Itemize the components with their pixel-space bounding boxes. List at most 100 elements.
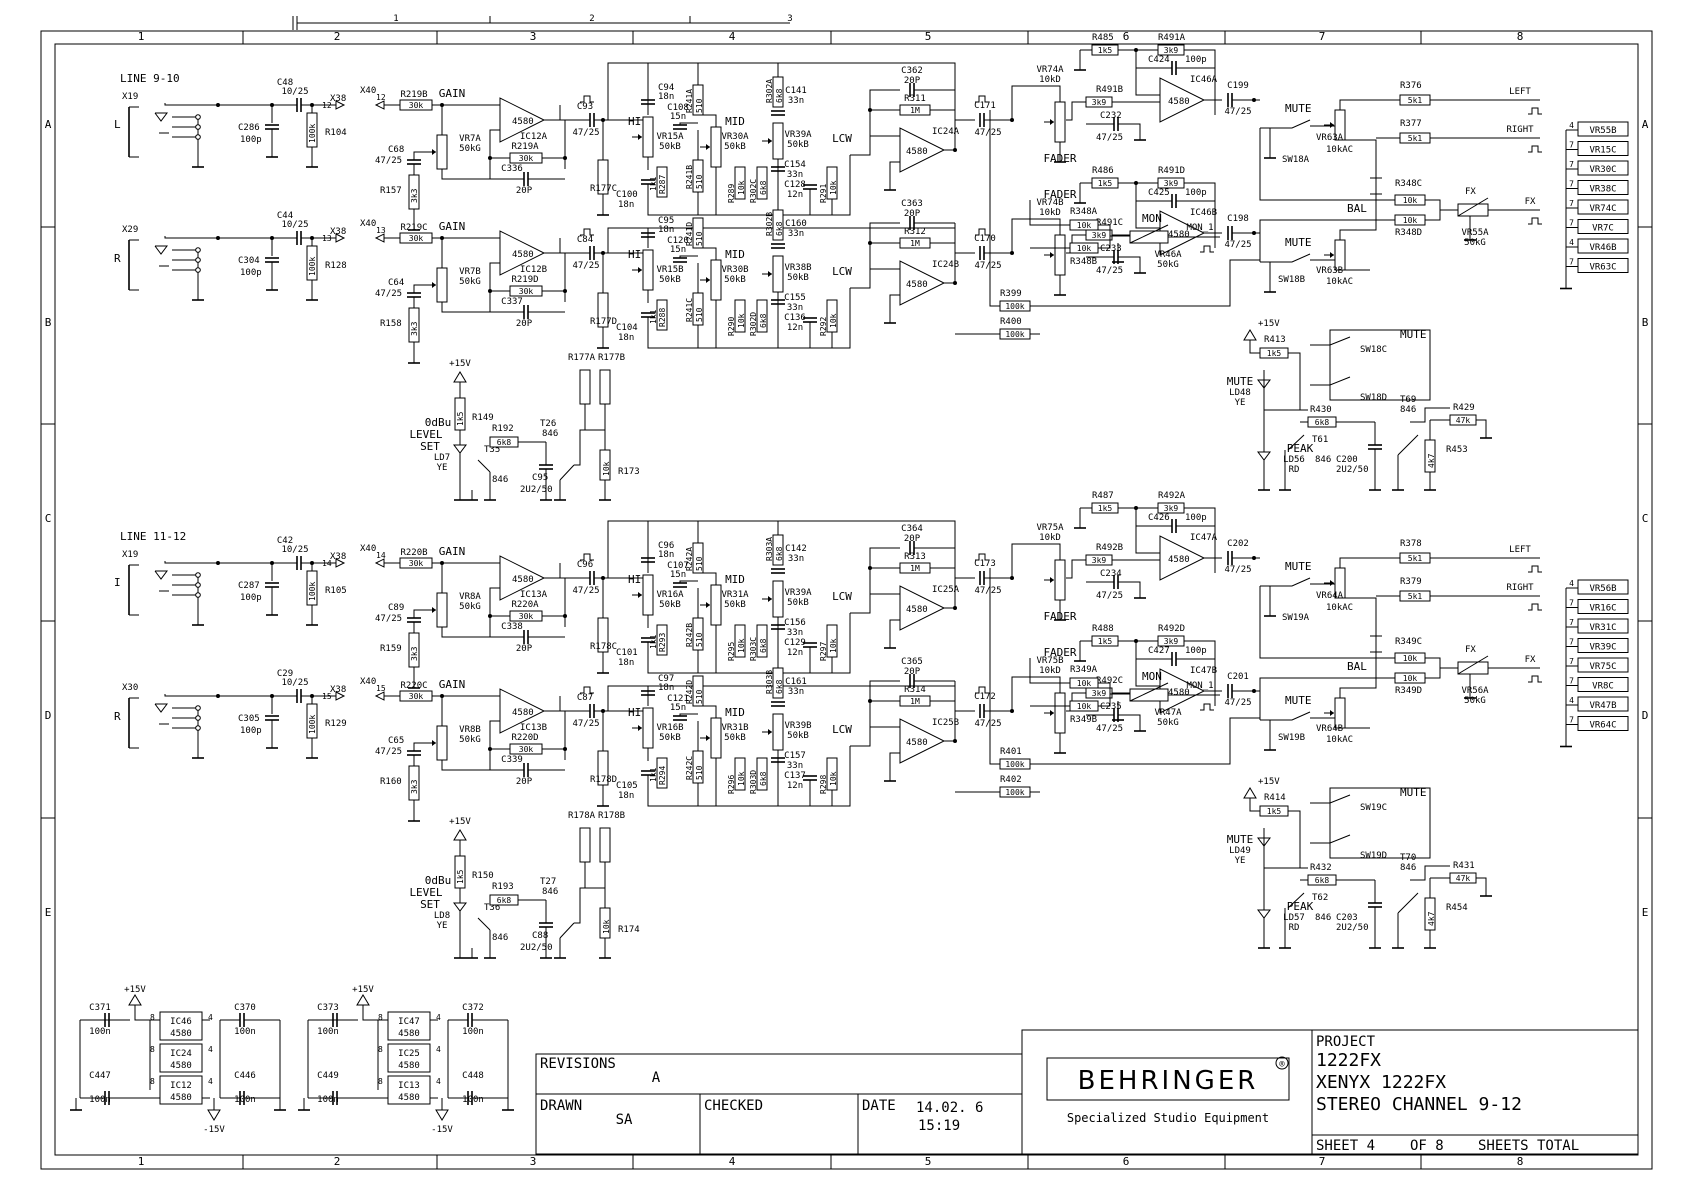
signal-symbol	[580, 686, 594, 694]
peak-label: PEAK	[1287, 900, 1314, 913]
cap-ref: C129	[784, 638, 806, 648]
low-resistor	[772, 209, 784, 241]
ground	[1054, 610, 1066, 621]
lcw-label: LCW	[832, 590, 852, 603]
supply-label: -15V	[431, 1125, 453, 1135]
junction	[488, 289, 492, 293]
pot-ref: VR39A	[784, 130, 812, 140]
cap-value: 100n	[462, 1095, 484, 1105]
connector-ref: X30	[122, 683, 138, 693]
transistor-t26	[559, 464, 575, 481]
switch-d	[1310, 376, 1351, 386]
column-label-top: 3	[530, 30, 537, 43]
supply-label: +15V	[352, 985, 374, 995]
signal-symbol	[975, 686, 989, 694]
connector-pin-box	[1577, 677, 1629, 692]
switch-ref: SW18C	[1360, 345, 1387, 355]
cap-ref: C171	[974, 101, 996, 111]
resistor-value: 1k5	[1098, 179, 1113, 188]
ic-power-box	[159, 1075, 203, 1105]
cap-ref: C235	[1100, 702, 1122, 712]
op-amp-type: 4580	[906, 147, 928, 157]
level-label: LEVEL	[409, 886, 442, 899]
pot-body	[1054, 559, 1066, 601]
w	[809, 155, 851, 216]
cap-ref: C136	[784, 313, 806, 323]
pot-arrow	[432, 740, 436, 746]
column-label-top: 4	[729, 30, 736, 43]
checked-label: CHECKED	[704, 1098, 763, 1114]
switch-ref: SW18B	[1278, 275, 1305, 285]
balance-label: BAL	[1347, 202, 1367, 215]
pot-body	[436, 267, 448, 303]
w	[1288, 352, 1301, 410]
pot-ref: VR31A	[721, 590, 749, 600]
pot-body	[772, 122, 784, 160]
pin-number: 8	[150, 1013, 155, 1022]
w	[1011, 85, 1061, 120]
resistor-value: 1M	[910, 106, 920, 115]
connector-name: VR74C	[1589, 204, 1616, 214]
resistor-value: 5k1	[1408, 554, 1423, 563]
transistor-type: 846	[1315, 455, 1331, 465]
w	[1118, 581, 1141, 588]
connector-name: VR39C	[1589, 643, 1616, 653]
junction	[310, 561, 314, 565]
w	[1340, 139, 1377, 185]
lcw-label: LCW	[832, 265, 852, 278]
resistor-ref: R287	[658, 175, 667, 194]
cap-ref: C87	[577, 693, 593, 703]
resistor-ref: R413	[1264, 335, 1286, 345]
cap-value: 47/25	[375, 289, 402, 299]
cap-value: 100p	[1185, 513, 1207, 523]
junction	[953, 606, 957, 610]
cap-ref: C121	[667, 694, 689, 704]
ic-type: 4580	[398, 1093, 420, 1103]
lcw-label: LCW	[832, 723, 852, 736]
cap-ref: C108	[667, 103, 689, 113]
cap-value: 100p	[240, 726, 262, 736]
resistor-value: 510	[695, 765, 704, 780]
ground	[597, 663, 609, 674]
pot-value: 50kB	[659, 142, 681, 152]
row-label-left: C	[45, 512, 52, 525]
cap-value: 20P	[516, 186, 533, 196]
resistor-value: 3k9	[1092, 689, 1107, 698]
revisions-label: REVISIONS	[540, 1056, 616, 1072]
ground	[1392, 480, 1404, 491]
resistor-value: 6k8	[759, 771, 768, 786]
connector-pin-number: 4	[1569, 579, 1574, 588]
pot-ref: VR63B	[1316, 266, 1343, 276]
resistor-value: 5k1	[1408, 592, 1423, 601]
mon-net-label: MON_1	[1186, 223, 1213, 233]
cap-ref: C336	[501, 164, 523, 174]
ground	[1054, 285, 1066, 296]
ground	[1074, 193, 1086, 204]
pot-ref: VR8B	[459, 725, 481, 735]
ground	[70, 1100, 82, 1111]
fx-pot	[1457, 203, 1489, 217]
w	[698, 247, 717, 260]
connector-pin	[335, 558, 346, 568]
resistor-value: 510	[695, 689, 704, 704]
resistor-value: 6k8	[759, 638, 768, 653]
connector-name: VR47B	[1589, 701, 1616, 711]
w	[441, 627, 500, 638]
row-label-right: E	[1642, 906, 1649, 919]
cap-value: 20P	[904, 667, 921, 677]
w	[869, 680, 900, 727]
cap-value: 20P	[516, 644, 533, 654]
fx-pot	[1457, 661, 1489, 675]
connector-pin-box	[1577, 180, 1629, 195]
cap-value: 33n	[787, 303, 803, 313]
pin-number: 14	[322, 559, 332, 568]
connector-name: VR7C	[1592, 224, 1614, 234]
transistor-t35	[477, 459, 491, 473]
ground	[306, 748, 318, 759]
transistor-ref: T26	[540, 419, 556, 429]
transistor-t69	[1397, 892, 1419, 914]
cap-value: 33n	[787, 761, 803, 771]
op-amp-body	[499, 97, 546, 143]
